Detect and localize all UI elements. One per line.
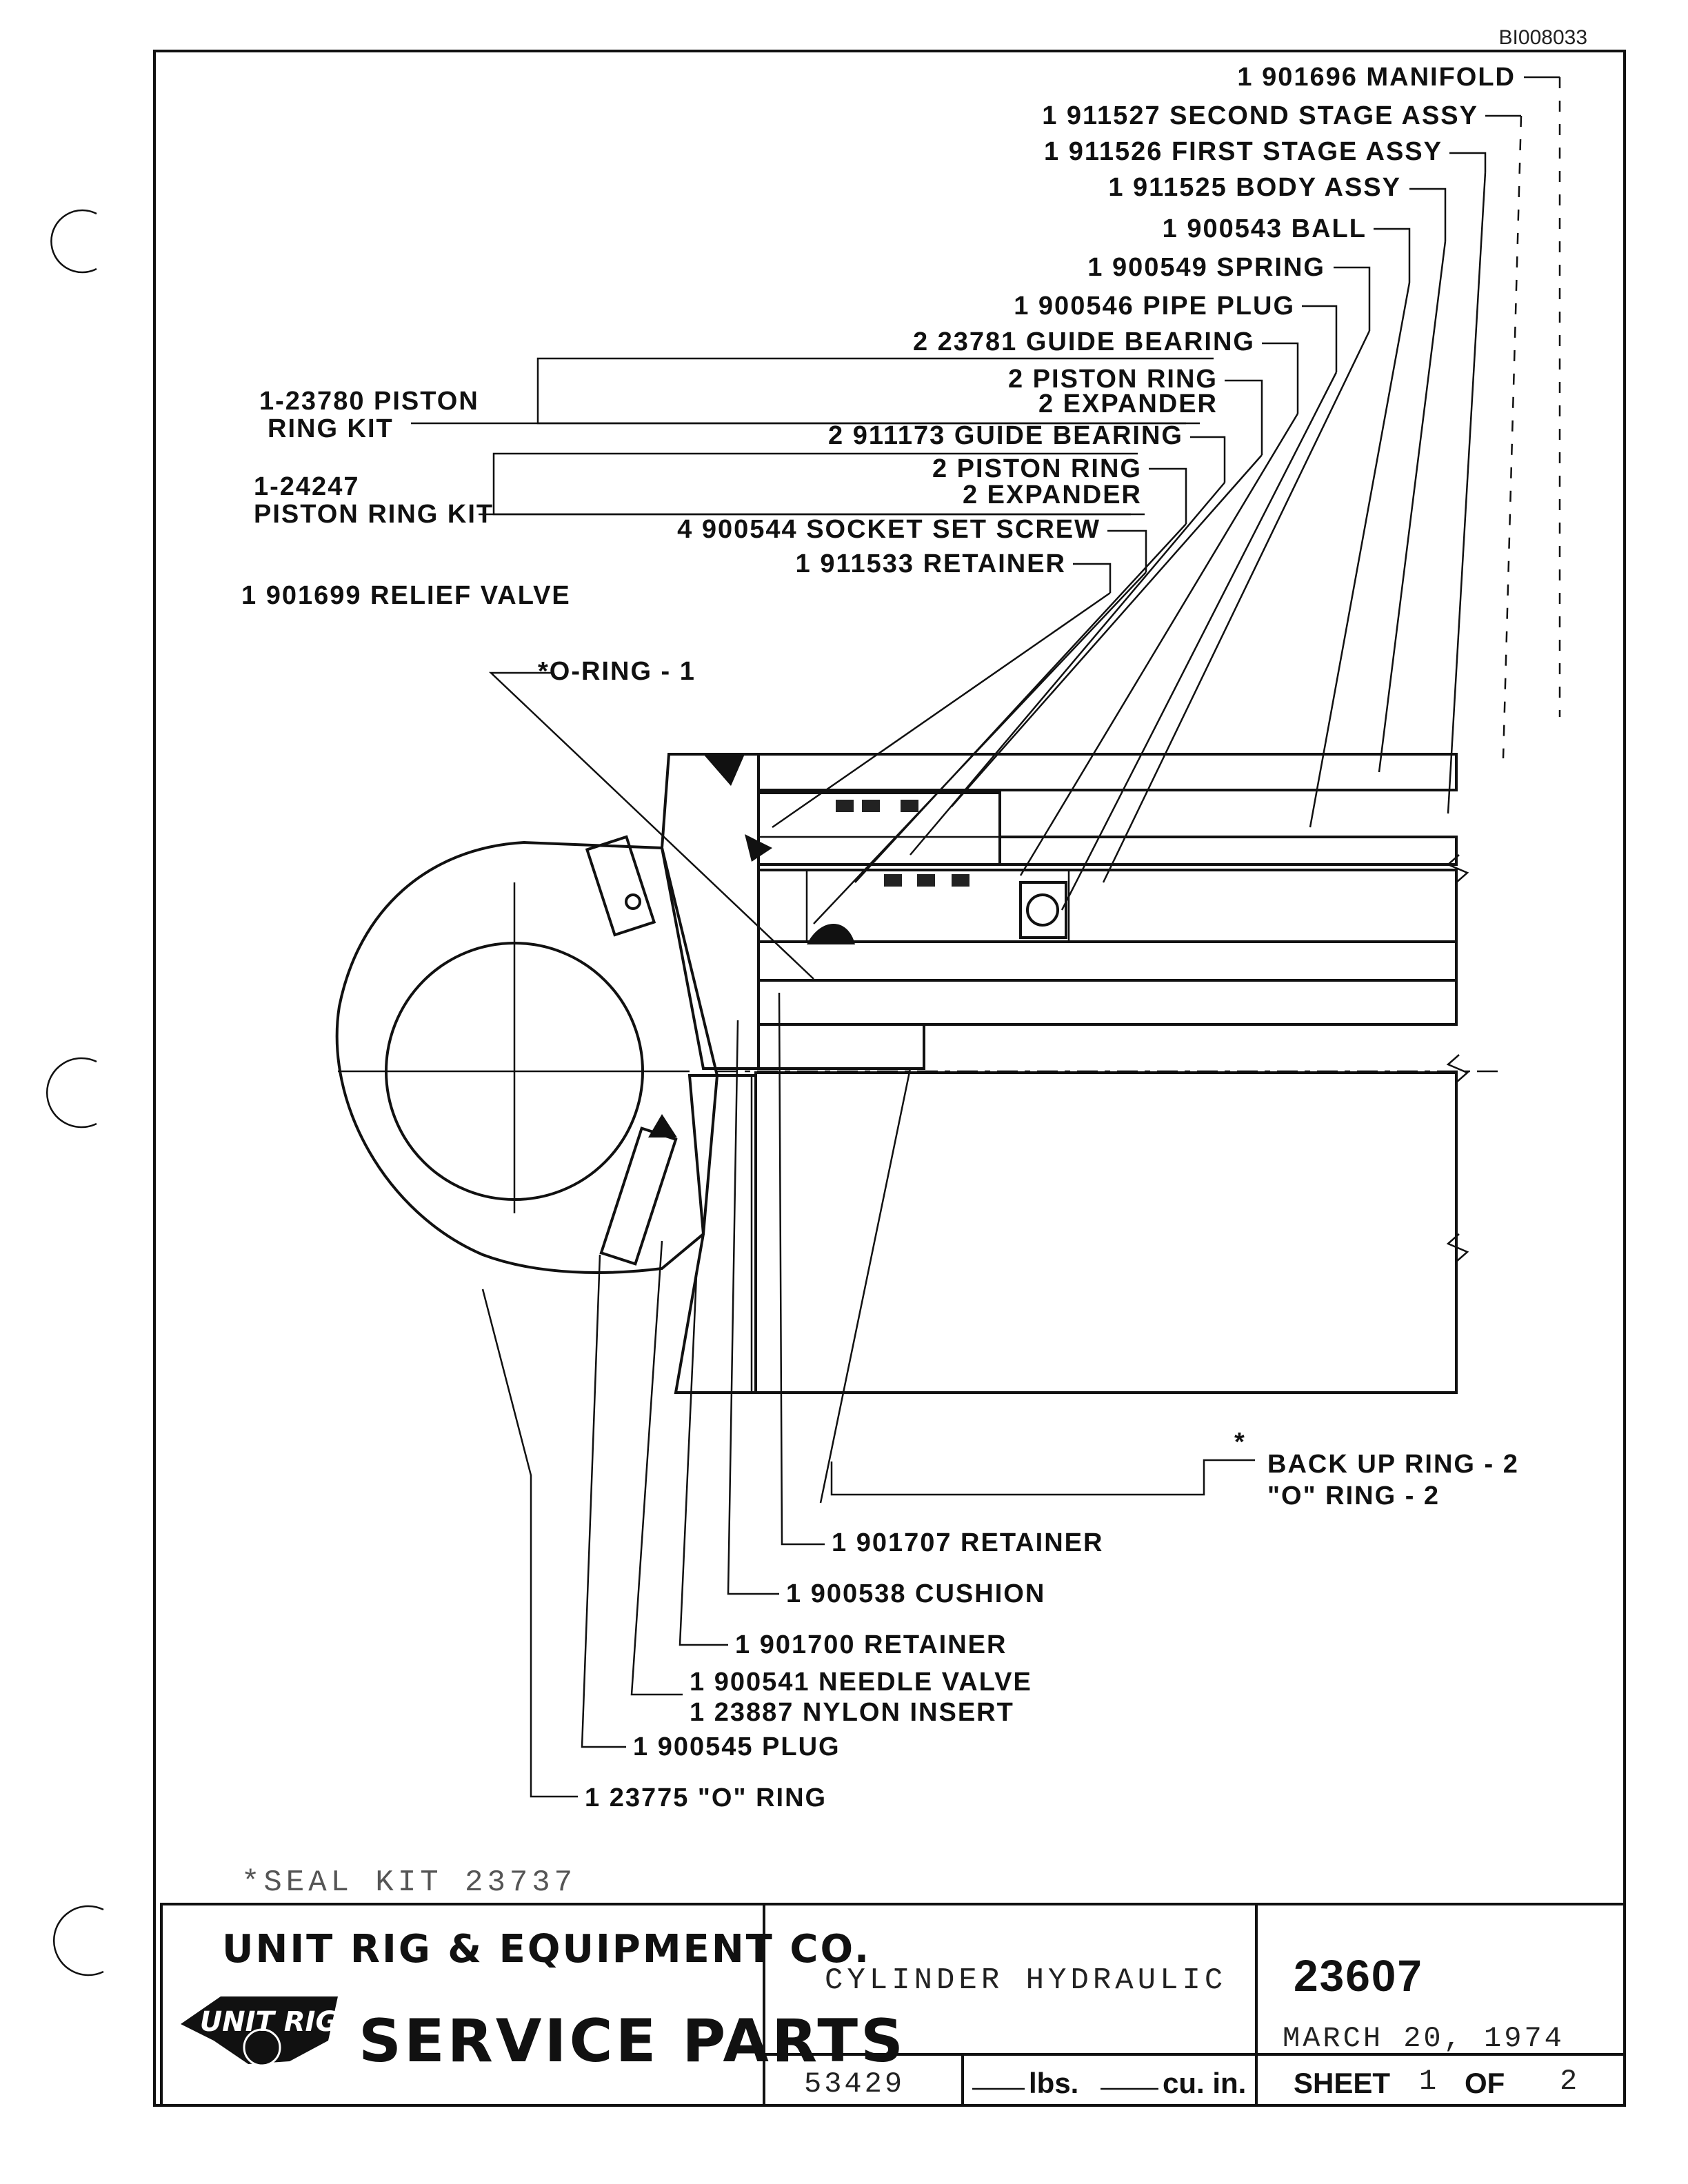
callout-needle-valve: 1 900541 NEEDLE VALVE: [690, 1668, 1032, 1697]
backup-callout: * BACK UP RING - 2 "O" RING - 2: [830, 1428, 1519, 1510]
rod-sleeve: [757, 979, 1458, 1026]
part-number: 23607: [1294, 1951, 1423, 2001]
sheet-number: 1: [1419, 2065, 1439, 2098]
callout-spring: 1 900549 SPRING: [1087, 253, 1325, 282]
service-parts: SERVICE PARTS: [359, 2007, 906, 2076]
needle-valve: [599, 1126, 678, 1266]
callout-pipe-plug: 1 900546 PIPE PLUG: [1014, 292, 1295, 321]
seal-kit-note: *SEAL KIT 23737: [241, 1866, 576, 1900]
weld-2: [745, 834, 772, 862]
break-mark-1: [1446, 854, 1469, 883]
title-block: UNIT RIG & EQUIPMENT CO. UNIT RIG SERVIC…: [160, 1903, 1626, 2107]
piston-ring-1c: [901, 800, 918, 812]
drawing-title: CYLINDER HYDRAULIC: [825, 1963, 1227, 1998]
company-name: UNIT RIG & EQUIPMENT CO.: [222, 1927, 871, 1972]
kit-brackets: [411, 357, 1214, 516]
sheet-total: 2: [1560, 2065, 1580, 2098]
piston-ring-2a: [884, 874, 902, 887]
piston-ring-1a: [836, 800, 854, 812]
break-mark-3: [1446, 1233, 1469, 1262]
kit2-line1: 1-24247: [254, 472, 359, 501]
callout-second-stage: 1 911527 SECOND STAGE ASSY: [1042, 101, 1478, 130]
second-stage: [757, 869, 1458, 943]
sheet-label: SHEET: [1294, 2067, 1390, 2099]
relief-valve-label: 1 901699 RELIEF VALVE: [241, 581, 571, 610]
logo-text: UNIT RIG: [200, 2006, 339, 2038]
kit1-line1: 1-23780 PISTON: [259, 387, 479, 416]
callout-retainer-901700: 1 901700 RETAINER: [735, 1630, 1007, 1659]
callout-plug: 1 900545 PLUG: [633, 1732, 841, 1761]
callout-retainer-901707: 1 901707 RETAINER: [832, 1528, 1103, 1557]
needle-tip: [648, 1114, 677, 1138]
relief-valve: [585, 835, 656, 937]
check-ball: [1026, 893, 1059, 927]
bottom-callouts: 1 901707 RETAINER 1 900538 CUSHION 1 901…: [585, 1528, 1103, 1812]
backup-o-ring-label: "O" RING - 2: [1267, 1482, 1440, 1510]
weld-3: [807, 924, 855, 944]
right-leaders: [772, 76, 1561, 924]
piston-rod: [754, 1071, 1458, 1394]
bottom-leaders: [481, 992, 912, 1798]
third-wall: [757, 940, 1458, 982]
piston-ring-2b: [917, 874, 935, 887]
head-block-lower: [674, 1074, 757, 1394]
callout-socket-set-screw: 4 900544 SOCKET SET SCREW: [677, 515, 1101, 544]
cuin-label: cu. in.: [1163, 2067, 1246, 2099]
binder-holes: [46, 209, 104, 1976]
callout-first-stage: 1 911526 FIRST STAGE ASSY: [1044, 137, 1443, 166]
kit2-line2: PISTON RING KIT: [254, 500, 494, 529]
callout-retainer-911533: 1 911533 RETAINER: [796, 549, 1066, 578]
cylinder-cross-section: [335, 753, 1503, 1394]
backup-ring-label: BACK UP RING - 2: [1267, 1450, 1519, 1479]
document-id: BI008033: [1499, 26, 1587, 49]
piston-ring-1b: [862, 800, 880, 812]
ball-check: [1019, 881, 1067, 939]
o-ring-1-leader: [488, 671, 814, 980]
backup-star: *: [1234, 1428, 1246, 1457]
weld-1: [703, 754, 745, 786]
callout-guide-bearing-1: 2 23781 GUIDE BEARING: [913, 327, 1255, 356]
kit1-line2: RING KIT: [268, 414, 394, 443]
callout-body-assy: 1 911525 BODY ASSY: [1108, 173, 1401, 202]
right-callouts: 1 901696 MANIFOLD 1 911527 SECOND STAGE …: [677, 63, 1516, 578]
title-block-frame: [160, 1903, 1626, 2107]
callout-expander-2: 2 EXPANDER: [963, 481, 1142, 509]
callout-piston-ring-1: 2 PISTON RING: [1008, 365, 1218, 394]
callout-ball: 1 900543 BALL: [1163, 214, 1367, 243]
relief-valve-port: [625, 893, 641, 910]
callout-cushion: 1 900538 CUSHION: [786, 1579, 1045, 1608]
lbs-label: lbs.: [1029, 2067, 1078, 2099]
eye-housing: [335, 840, 719, 1274]
callout-manifold: 1 901696 MANIFOLD: [1237, 63, 1516, 92]
rod-retainer: [757, 1023, 925, 1070]
weight-code: 53429: [804, 2067, 905, 2101]
callout-expander-1: 2 EXPANDER: [1038, 390, 1218, 418]
callout-nylon-insert: 1 23887 NYLON INSERT: [690, 1698, 1014, 1727]
outer-tube-wall: [757, 753, 1458, 791]
drawing-date: MARCH 20, 1974: [1283, 2022, 1565, 2055]
break-mark-2: [1446, 1054, 1469, 1083]
unit-rig-logo: UNIT RIG: [181, 1996, 339, 2067]
o-ring-1-label: *O-RING - 1: [538, 657, 696, 686]
first-stage-wall: [998, 836, 1458, 866]
of-label: OF: [1465, 2067, 1505, 2099]
callout-piston-ring-2: 2 PISTON RING: [932, 454, 1142, 483]
callout-o-ring-23775: 1 23775 "O" RING: [585, 1783, 827, 1812]
piston-1-hatch: [757, 836, 1001, 866]
callout-guide-bearing-2: 2 911173 GUIDE BEARING: [828, 421, 1183, 450]
piston-ring-2c: [952, 874, 969, 887]
